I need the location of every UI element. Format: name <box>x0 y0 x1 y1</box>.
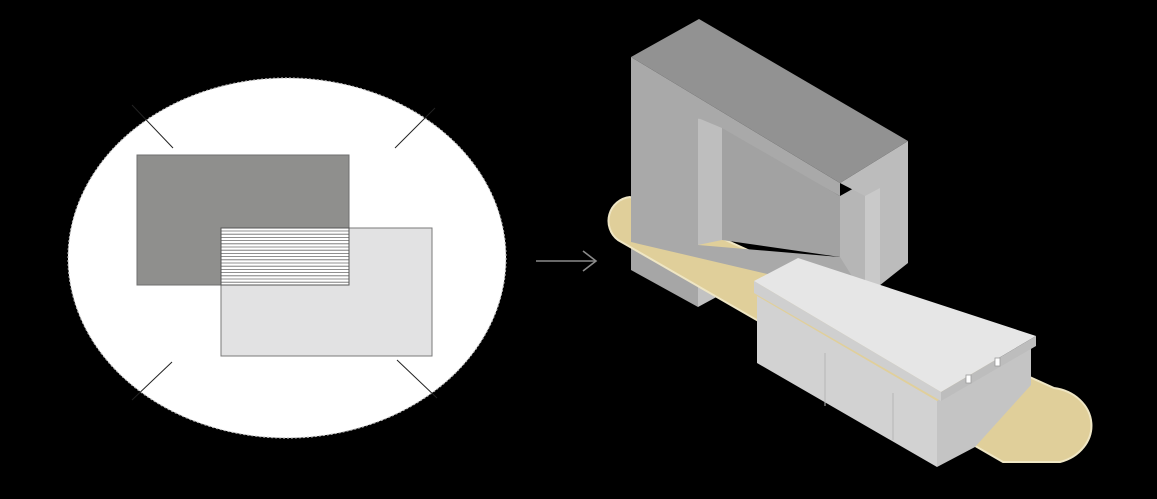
gate-top-face <box>631 19 908 183</box>
gate-inner-leg-face <box>840 182 865 297</box>
table-clip-1 <box>965 374 972 384</box>
gate-base-block-front <box>631 243 698 307</box>
table-top-side-edge <box>941 336 1036 401</box>
right-arrow-icon <box>536 250 598 272</box>
gate-opening-back <box>722 128 840 257</box>
plan-view <box>67 77 507 439</box>
table-clip-2 <box>994 357 1001 367</box>
table-top-front-edge <box>754 281 941 401</box>
cabinet-front-face <box>757 296 937 467</box>
corner-tick-bottom-right <box>396 359 438 399</box>
gate-side-inner <box>865 188 880 297</box>
corner-tick-top-right <box>394 107 436 149</box>
overlap-outline <box>220 227 350 286</box>
corner-tick-top-left <box>131 104 174 149</box>
overlap-hatch <box>221 228 349 285</box>
corner-tick-bottom-left <box>131 361 173 401</box>
gate-front-face <box>631 57 865 297</box>
gate-opening-inner <box>698 118 722 245</box>
cabinet-side-face <box>937 345 1031 467</box>
isometric-view <box>607 19 1093 467</box>
table-top-face <box>754 258 1036 392</box>
